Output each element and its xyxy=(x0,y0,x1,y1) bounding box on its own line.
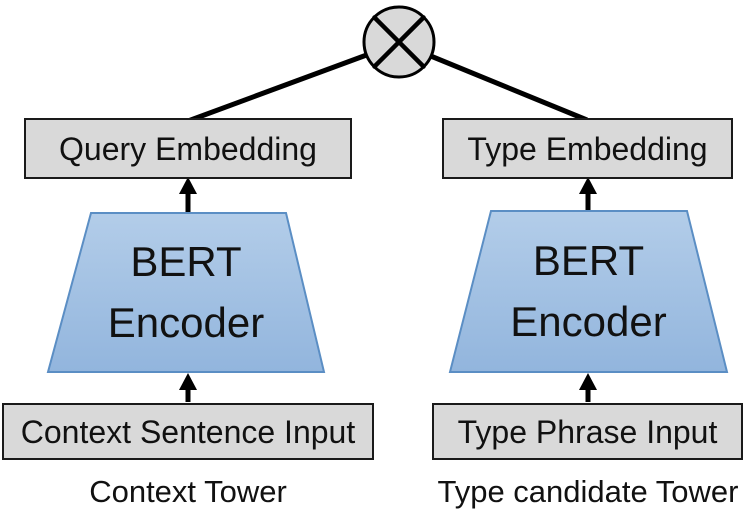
context-sentence-input-box: Context Sentence Input xyxy=(2,403,374,460)
left-encoder-trapezoid xyxy=(46,212,326,373)
type-phrase-input-box: Type Phrase Input xyxy=(432,403,743,460)
left-encoder-label: BERT Encoder xyxy=(48,213,324,372)
context-tower-label: Context Tower xyxy=(89,473,287,509)
left-encoder-to-embedding-arrow xyxy=(179,177,197,212)
cross-icon xyxy=(372,15,426,69)
type-embedding-box: Type Embedding xyxy=(442,118,733,179)
right-encoder-label-line2: Encoder xyxy=(510,297,667,345)
right-encoder-trapezoid xyxy=(448,210,729,373)
left-encoder-label-line1: BERT xyxy=(130,237,242,285)
left-input-to-encoder-arrow xyxy=(179,373,197,402)
right-encoder-label-line1: BERT xyxy=(532,236,645,284)
left-connector-line xyxy=(187,40,400,124)
query-embedding-box: Query Embedding xyxy=(24,118,352,179)
right-encoder-to-embedding-arrow xyxy=(579,177,597,210)
right-encoder-label: BERT Encoder xyxy=(450,211,727,372)
left-encoder-label-line2: Encoder xyxy=(107,298,265,346)
type-candidate-tower-label: Type candidate Tower xyxy=(437,473,739,509)
right-input-to-encoder-arrow xyxy=(579,373,597,402)
